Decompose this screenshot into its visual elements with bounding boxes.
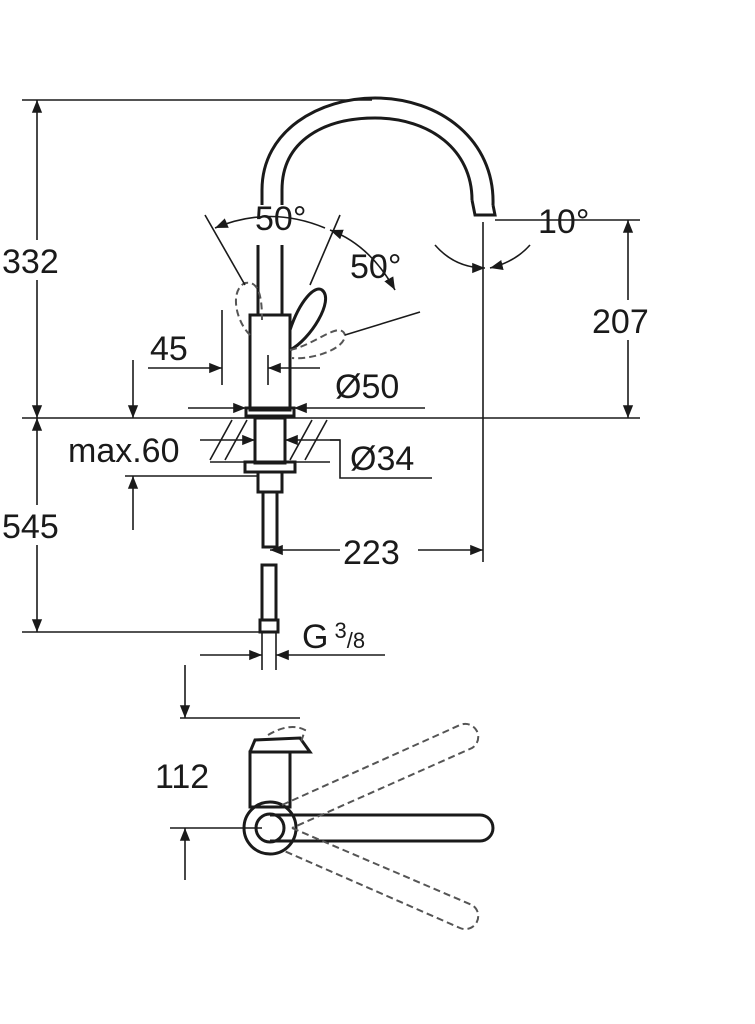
dim-223: 223 bbox=[343, 534, 400, 572]
handle-angle-lines bbox=[204, 214, 531, 336]
dim-332: 332 bbox=[2, 243, 59, 281]
height-dimension bbox=[0, 100, 72, 632]
supply-hose bbox=[258, 490, 280, 670]
spout bbox=[256, 96, 497, 315]
faucet-body bbox=[234, 281, 347, 418]
reach-dimension bbox=[270, 530, 483, 570]
counter-thickness-dimension bbox=[125, 360, 258, 530]
dim-hole-diameter: Ø34 bbox=[350, 440, 414, 478]
dim-base-diameter: Ø50 bbox=[335, 368, 399, 406]
reference-lines bbox=[22, 99, 640, 633]
handle-offset-dimension bbox=[148, 310, 320, 385]
hole-diameter-dimension bbox=[200, 434, 432, 479]
dim-angle-left: 50° bbox=[255, 200, 306, 238]
dim-max-60: max.60 bbox=[68, 432, 180, 470]
top-view bbox=[170, 665, 495, 931]
dim-angle-right: 50° bbox=[350, 248, 401, 286]
dim-45: 45 bbox=[150, 330, 188, 368]
dim-spout-angle: 10° bbox=[538, 203, 589, 241]
dim-545: 545 bbox=[2, 508, 59, 546]
dim-207: 207 bbox=[592, 303, 649, 341]
countertop-section bbox=[209, 416, 330, 494]
dim-112: 112 bbox=[155, 758, 209, 796]
